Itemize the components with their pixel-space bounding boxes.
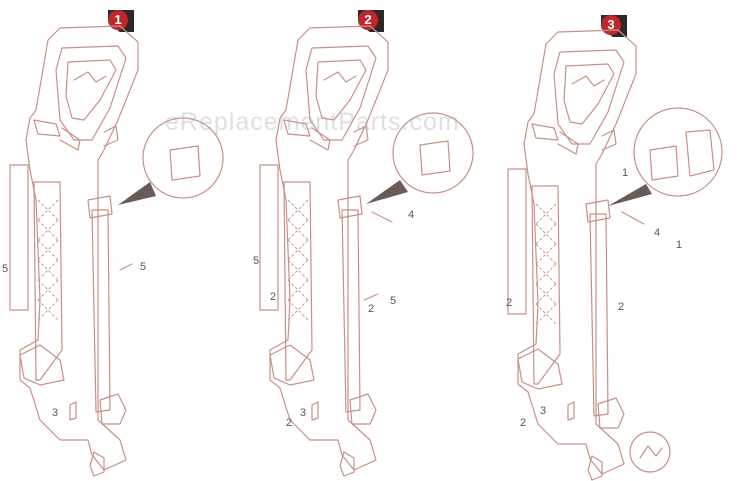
panel-1-detail-callout xyxy=(142,117,224,199)
part-label: 4 xyxy=(654,227,660,239)
part-label: 3 xyxy=(52,407,58,419)
step-2-number: 2 xyxy=(358,10,378,30)
part-label: 1 xyxy=(676,239,682,251)
part-label: 2 xyxy=(286,417,292,429)
part-label: 3 xyxy=(540,405,546,417)
panel-2-detail-callout xyxy=(392,112,474,194)
panel-2-assembly xyxy=(259,25,389,477)
panel-3-bottom-callout xyxy=(629,431,671,473)
part-label: 2 xyxy=(506,297,512,309)
panel-3-assembly xyxy=(507,29,637,481)
part-label: 2 xyxy=(618,301,624,313)
part-label: 5 xyxy=(390,295,396,307)
part-label: 2 xyxy=(270,291,276,303)
part-label: 3 xyxy=(300,407,306,419)
part-label: 5 xyxy=(140,261,146,273)
part-label: 1 xyxy=(622,167,628,179)
part-label: 4 xyxy=(408,209,414,221)
part-label: 5 xyxy=(2,263,8,275)
part-label: 5 xyxy=(253,255,259,267)
panel-3-detail-callout xyxy=(633,107,723,197)
panel-1-assembly xyxy=(9,25,139,477)
step-1-number: 1 xyxy=(108,10,128,30)
part-label: 2 xyxy=(368,303,374,315)
watermark: eReplacementParts.com xyxy=(165,108,460,136)
part-label: 2 xyxy=(520,417,526,429)
